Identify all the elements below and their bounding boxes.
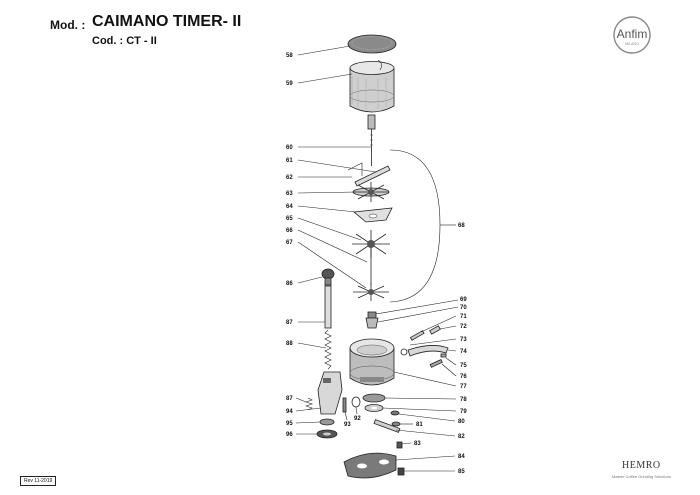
label-85: 85	[458, 469, 465, 475]
label-92: 92	[354, 416, 361, 422]
label-59: 59	[286, 81, 293, 87]
label-63: 63	[286, 191, 293, 197]
label-61: 61	[286, 158, 293, 164]
label-71: 71	[460, 314, 467, 320]
part-69-70-fitting	[365, 311, 379, 329]
part-58-hopper-lid	[347, 34, 397, 54]
logo-brand-text: Anfim	[617, 27, 648, 41]
part-81-82-rod	[373, 419, 401, 433]
label-60: 60	[286, 145, 293, 151]
label-76: 76	[460, 374, 467, 380]
label-81: 81	[416, 422, 423, 428]
leader-lines	[295, 45, 459, 472]
label-62: 62	[286, 175, 293, 181]
part-65-star	[352, 230, 390, 285]
label-73: 73	[460, 337, 467, 343]
label-58: 58	[286, 53, 293, 59]
anfim-logo: Anfim MILANO	[613, 16, 651, 54]
label-65: 65	[286, 216, 293, 222]
hemro-tagline: Master Coffee Grinding Solutions	[612, 474, 671, 479]
label-75: 75	[460, 363, 467, 369]
label-86: 86	[286, 281, 293, 287]
label-82: 82	[458, 434, 465, 440]
part-63-star-agitator	[352, 182, 390, 202]
revision-box: Rev 11-2019	[20, 476, 57, 486]
label-72: 72	[460, 324, 467, 330]
model-code: Cod. : CT - II	[92, 35, 157, 47]
part-67-lower-star	[353, 283, 389, 301]
part-60-shaft	[367, 114, 376, 166]
part-labels: 58 59 60 61 62 63 64 65 66 67 68 69 70 7…	[286, 53, 467, 475]
label-68: 68	[458, 223, 465, 229]
model-name: CAIMANO TIMER- II	[92, 13, 242, 30]
part-95-96-base	[316, 418, 338, 439]
label-80: 80	[458, 419, 465, 425]
part-68-group-bracket	[389, 149, 441, 303]
label-83: 83	[414, 441, 421, 447]
label-93: 93	[344, 422, 351, 428]
label-88: 88	[286, 341, 293, 347]
label-79: 79	[460, 409, 467, 415]
part-78-80-burrs	[362, 393, 400, 416]
label-95: 95	[286, 421, 293, 427]
label-94: 94	[286, 409, 293, 415]
label-77: 77	[460, 384, 467, 390]
label-66: 66	[286, 228, 293, 234]
logo-sub-text: MILANO	[625, 42, 639, 46]
label-69: 69	[460, 297, 467, 303]
label-67: 67	[286, 240, 293, 246]
label-64: 64	[286, 204, 293, 210]
part-77-burr-carrier	[349, 338, 395, 386]
part-94-bracket	[317, 371, 343, 415]
part-92-93-pin	[342, 396, 361, 413]
label-96: 96	[286, 432, 293, 438]
part-88-spring	[324, 329, 332, 370]
label-87-bottom: 87	[286, 396, 293, 402]
part-59-hopper	[349, 59, 395, 113]
part-87-small-spring	[305, 397, 313, 411]
part-87-rod	[324, 285, 332, 329]
part-71-76-small-parts	[400, 325, 449, 368]
hemro-logo: HEMRO	[622, 460, 661, 471]
part-85-nut	[397, 467, 405, 476]
part-86-knob	[321, 268, 335, 286]
label-84: 84	[458, 454, 465, 460]
model-label: Mod. :	[50, 18, 86, 32]
label-74: 74	[460, 349, 467, 355]
label-87-top: 87	[286, 320, 293, 326]
label-70: 70	[460, 305, 467, 311]
part-84-plate	[343, 452, 397, 479]
part-83-screw	[396, 441, 403, 449]
part-64-plate	[353, 207, 393, 223]
label-78: 78	[460, 397, 467, 403]
part-61-62-bracket	[347, 162, 391, 187]
